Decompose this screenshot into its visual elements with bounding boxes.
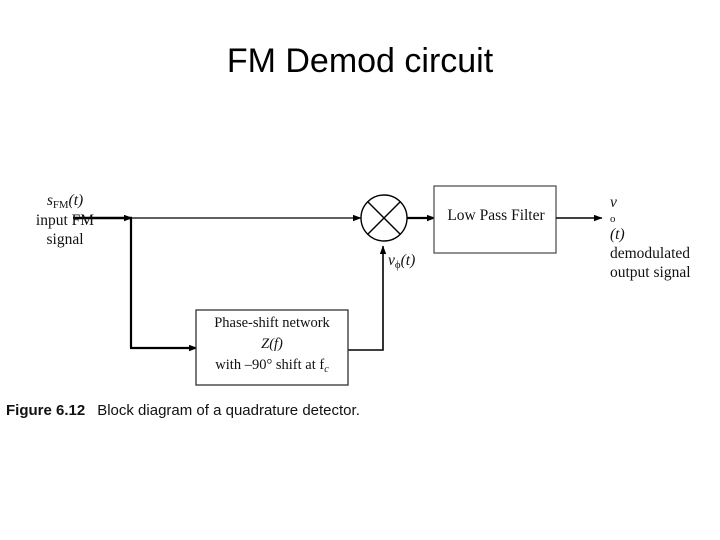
quadrature-signal-label: vϕ(t) bbox=[388, 252, 416, 272]
input-signal-label: sFM(t) input FM signal bbox=[6, 192, 124, 250]
phase-shift-network-condition: with –90° shift at fc bbox=[215, 357, 329, 375]
low-pass-filter-box bbox=[433, 185, 557, 254]
phase-shift-network-box bbox=[195, 309, 349, 386]
figure-number: Figure 6.12 bbox=[6, 402, 86, 419]
page-title: FM Demod circuit bbox=[226, 42, 494, 80]
block-diagram-canvas bbox=[73, 185, 603, 386]
figure-caption: Figure 6.12 Block diagram of a quadrature… bbox=[6, 402, 360, 419]
figure-quadrature-detector: sFM(t) input FM signal Low Pass Filter v… bbox=[0, 150, 720, 450]
low-pass-filter-label: Low Pass Filter bbox=[447, 207, 545, 224]
phase-shift-network-transfer-function: Z(f) bbox=[261, 336, 283, 353]
figure-caption-text: Block diagram of a quadrature detector. bbox=[97, 402, 360, 419]
phase-shift-network-label: Phase-shift network Z(f) with –90° shift… bbox=[197, 313, 347, 378]
input-signal-symbol: sFM(t) bbox=[46, 192, 84, 212]
wire-phase-shift-network-to-multiplier bbox=[348, 245, 387, 351]
multiplier-cross-stroke-b bbox=[367, 201, 401, 235]
